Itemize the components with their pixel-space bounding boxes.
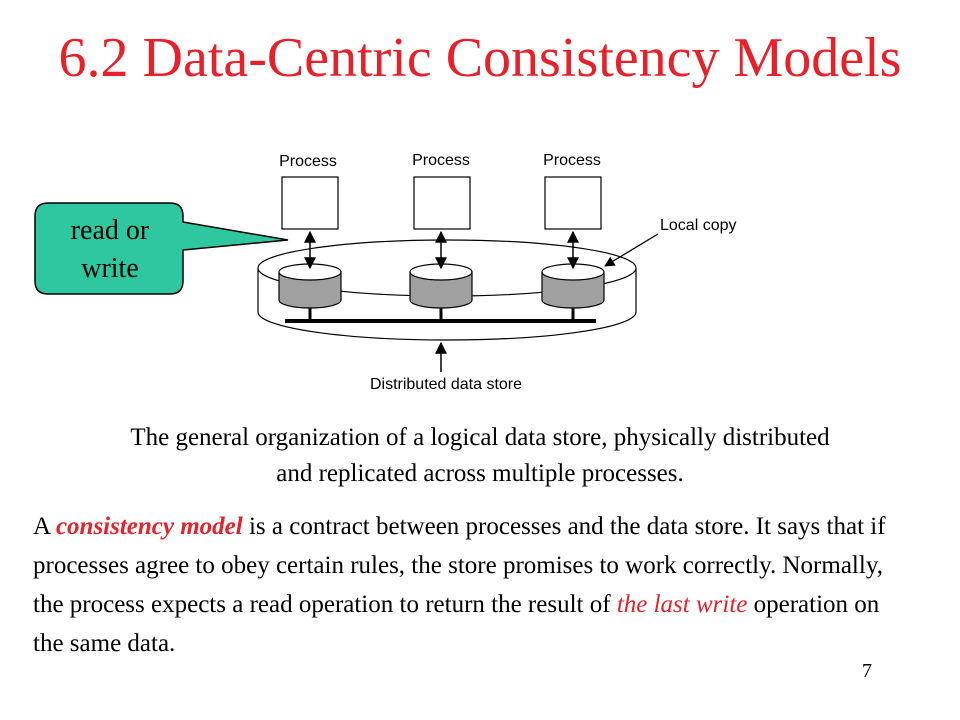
last-write-emphasis: the last write — [616, 591, 748, 618]
consistency-model-term: consistency model — [55, 513, 243, 540]
callout-line-2: write — [81, 253, 139, 284]
body-part-3: operation on the same data. — [33, 591, 880, 657]
callout-bubble — [34, 202, 289, 295]
process-label-3: Process — [543, 152, 601, 169]
process-box-3 — [544, 176, 602, 230]
local-copy-disk-3 — [541, 263, 605, 309]
callout-line-1: read or — [70, 215, 150, 246]
data-store-label: Distributed data store — [370, 376, 522, 393]
process-box-2 — [413, 176, 471, 230]
definition-paragraph: A consistency model is a contract betwee… — [33, 507, 893, 663]
process-box-1 — [281, 176, 339, 230]
caption-line-2: and replicated across multiple processes… — [276, 460, 684, 487]
process-label-2: Process — [412, 152, 470, 169]
body-part-2: is a contract between processes and the … — [33, 513, 886, 618]
caption-line-1: The general organization of a logical da… — [130, 424, 830, 451]
slide-title: 6.2 Data-Centric Consistency Models — [58, 27, 902, 89]
page-number: 7 — [862, 660, 872, 682]
local-copy-pointer — [604, 233, 659, 267]
callout-text: read or write — [40, 212, 180, 288]
local-copy-label: Local copy — [660, 217, 737, 234]
local-copy-disk-1 — [278, 263, 342, 309]
process-label-1: Process — [279, 153, 337, 170]
local-copy-disk-2 — [409, 263, 473, 309]
figure-caption: The general organization of a logical da… — [20, 420, 940, 492]
body-part-1: A — [33, 513, 56, 540]
